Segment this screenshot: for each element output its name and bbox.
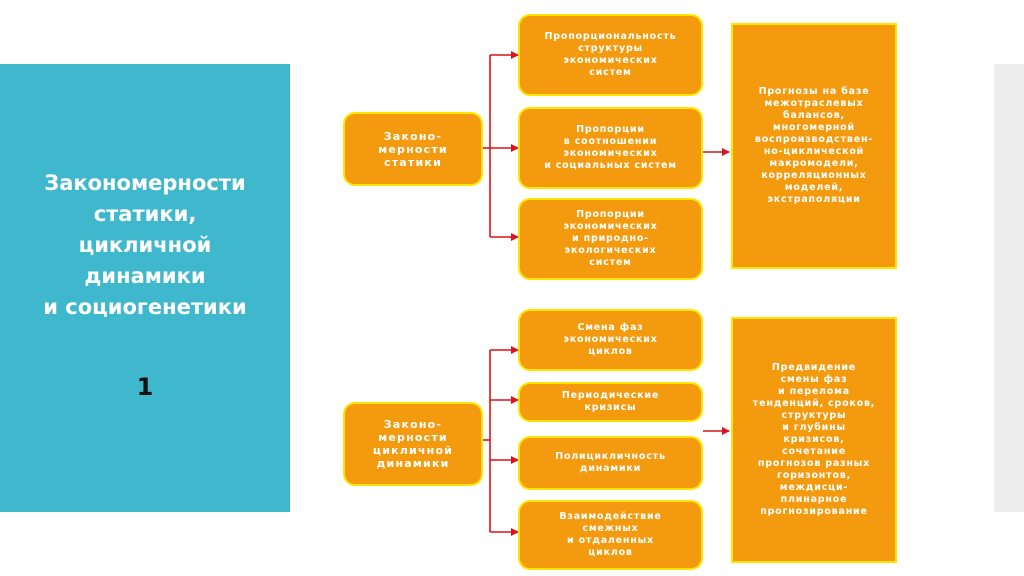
- statics-lead-box: Законо- мерности статики: [343, 112, 483, 186]
- dynamics-item-box: Взаимодействие смежных и отдаленных цикл…: [518, 500, 703, 570]
- dynamics-item-box: Смена фаз экономических циклов: [518, 309, 703, 371]
- left-panel-title: Закономерности статики, цикличной динами…: [43, 171, 247, 319]
- statics-item-box: Пропорциональность структуры экономическ…: [518, 14, 703, 96]
- dynamics-item-box: Периодические кризисы: [518, 382, 703, 422]
- dynamics-result-box: Предвидение смены фаз и перелома тенденц…: [731, 317, 897, 563]
- statics-item-box: Пропорции в соотношении экономических и …: [518, 107, 703, 189]
- statics-result-box: Прогнозы на базе межотраслевых балансов,…: [731, 23, 897, 269]
- right-panel: [994, 64, 1024, 512]
- dynamics-lead-box: Законо- мерности цикличной динамики: [343, 402, 483, 486]
- slide-number: 1: [136, 373, 154, 401]
- statics-item-box: Пропорции экономических и природно- экол…: [518, 198, 703, 280]
- left-panel: [0, 64, 290, 512]
- dynamics-item-box: Полицикличность динамики: [518, 436, 703, 490]
